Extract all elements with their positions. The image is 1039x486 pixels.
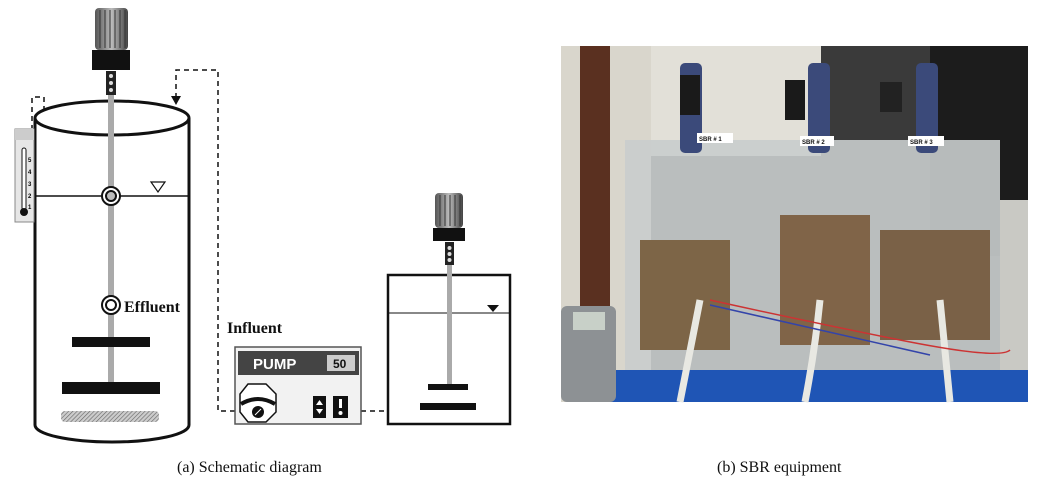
pump-label: PUMP bbox=[253, 356, 296, 373]
water-level-icon bbox=[487, 305, 499, 312]
svg-text:5: 5 bbox=[28, 158, 32, 164]
motor-icon bbox=[92, 8, 130, 95]
mixer-shaft bbox=[108, 95, 114, 385]
arrow-down-icon bbox=[171, 96, 181, 105]
reactor-label-2: SBR # 2 bbox=[802, 140, 825, 146]
pump-head-icon bbox=[239, 383, 277, 423]
effluent-port-icon bbox=[101, 295, 121, 315]
influent-label: Influent bbox=[227, 320, 283, 337]
pump-value: 50 bbox=[333, 357, 347, 371]
reactor-label-3: SBR # 3 bbox=[910, 140, 933, 146]
influent-tank bbox=[386, 193, 512, 426]
thermometer-icon: 5 4 3 2 1 bbox=[14, 128, 35, 223]
influent-line bbox=[175, 69, 235, 412]
sbr-reactor: Effluent bbox=[33, 8, 191, 444]
diffuser bbox=[61, 411, 159, 422]
sbr-equipment-photo: SBR # 1 SBR # 2 SBR # 3 bbox=[561, 46, 1028, 403]
impeller-upper bbox=[72, 337, 150, 347]
svg-text:3: 3 bbox=[28, 182, 32, 188]
caption-schematic: (a) Schematic diagram bbox=[177, 459, 322, 476]
svg-text:1: 1 bbox=[28, 205, 32, 211]
impeller-lower bbox=[62, 382, 160, 394]
svg-text:2: 2 bbox=[28, 194, 32, 200]
caption-photo: (b) SBR equipment bbox=[717, 459, 842, 476]
sensor-port-icon bbox=[101, 186, 121, 206]
arrows-button-icon bbox=[313, 396, 326, 418]
svg-text:4: 4 bbox=[28, 170, 32, 176]
motor-icon bbox=[433, 193, 465, 265]
effluent-label: Effluent bbox=[124, 299, 181, 316]
reactor-label-1: SBR # 1 bbox=[699, 137, 722, 143]
peristaltic-pump: PUMP 50 bbox=[234, 346, 362, 425]
water-level-icon bbox=[149, 181, 167, 194]
